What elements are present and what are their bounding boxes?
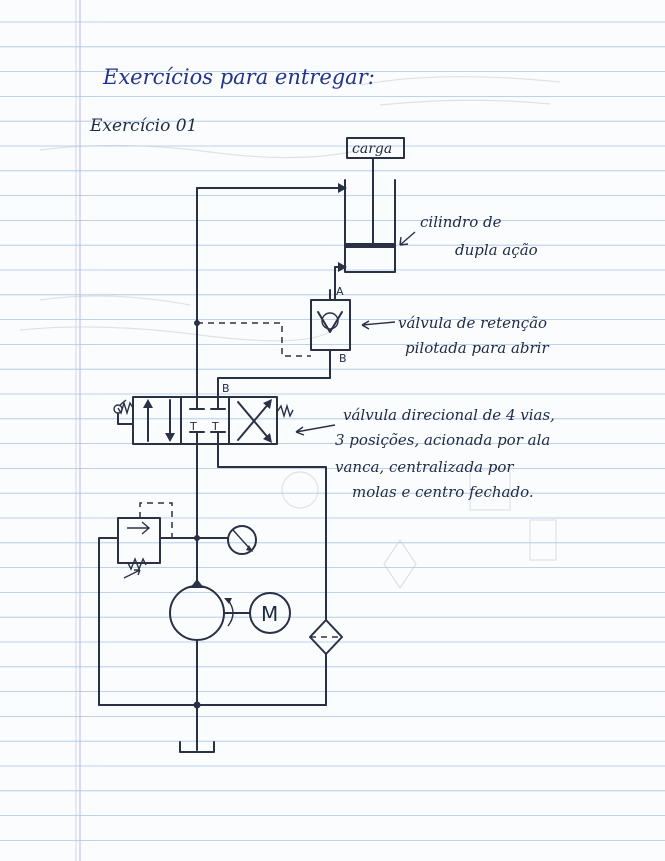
valve-pointer-arrow bbox=[295, 424, 336, 436]
relief-valve-icon bbox=[117, 502, 173, 579]
pressure-gauge-icon bbox=[196, 525, 257, 555]
valve-annotation-line-3: vanca, centralizada por bbox=[335, 458, 514, 476]
motor-label: M bbox=[261, 602, 278, 626]
valve-annotation-line-4: molas e centro fechado. bbox=[352, 483, 534, 501]
load-label: carga bbox=[352, 141, 392, 157]
cylinder-annotation-line-2: dupla ação bbox=[455, 241, 538, 259]
bleed-through-ghost bbox=[19, 76, 561, 590]
valve-annotation-line-1: válvula direcional de 4 vias, bbox=[343, 406, 555, 424]
relief-to-tank-line bbox=[98, 537, 119, 706]
load-box bbox=[346, 137, 405, 159]
pilot-check-valve-icon bbox=[310, 289, 351, 379]
exercise-heading: Exercício 01 bbox=[89, 116, 197, 136]
ruled-lines bbox=[0, 21, 665, 841]
pump-icon bbox=[169, 579, 251, 706]
valve-port-b-label: B bbox=[222, 382, 230, 395]
directional-valve-icon bbox=[132, 396, 278, 445]
line-b bbox=[217, 377, 331, 398]
tank-icon bbox=[179, 741, 215, 753]
port-b-label: B bbox=[339, 352, 347, 365]
page-title: Exercícios para entregar: bbox=[102, 65, 375, 89]
filter-icon bbox=[309, 619, 343, 706]
valve-port-t2-label: T bbox=[211, 420, 219, 433]
valve-annotation-line-2: 3 posições, acionada por ala bbox=[335, 431, 550, 449]
valve-port-t1-label: T bbox=[189, 420, 197, 433]
check-valve-annotation-line-1: válvula de retenção bbox=[398, 314, 547, 332]
check-valve-pointer-arrow bbox=[361, 320, 396, 330]
double-acting-cylinder bbox=[196, 179, 396, 301]
port-a-label: A bbox=[336, 285, 344, 298]
spring-icon-right bbox=[276, 403, 294, 419]
cylinder-pointer-arrow bbox=[399, 231, 416, 246]
check-valve-annotation-line-2: pilotada para abrir bbox=[405, 339, 549, 357]
return-line bbox=[217, 443, 327, 621]
pilot-line bbox=[197, 322, 311, 357]
electric-motor-icon bbox=[249, 592, 291, 634]
cylinder-annotation-line-1: cilindro de bbox=[420, 213, 502, 231]
spring-icon bbox=[117, 400, 134, 416]
